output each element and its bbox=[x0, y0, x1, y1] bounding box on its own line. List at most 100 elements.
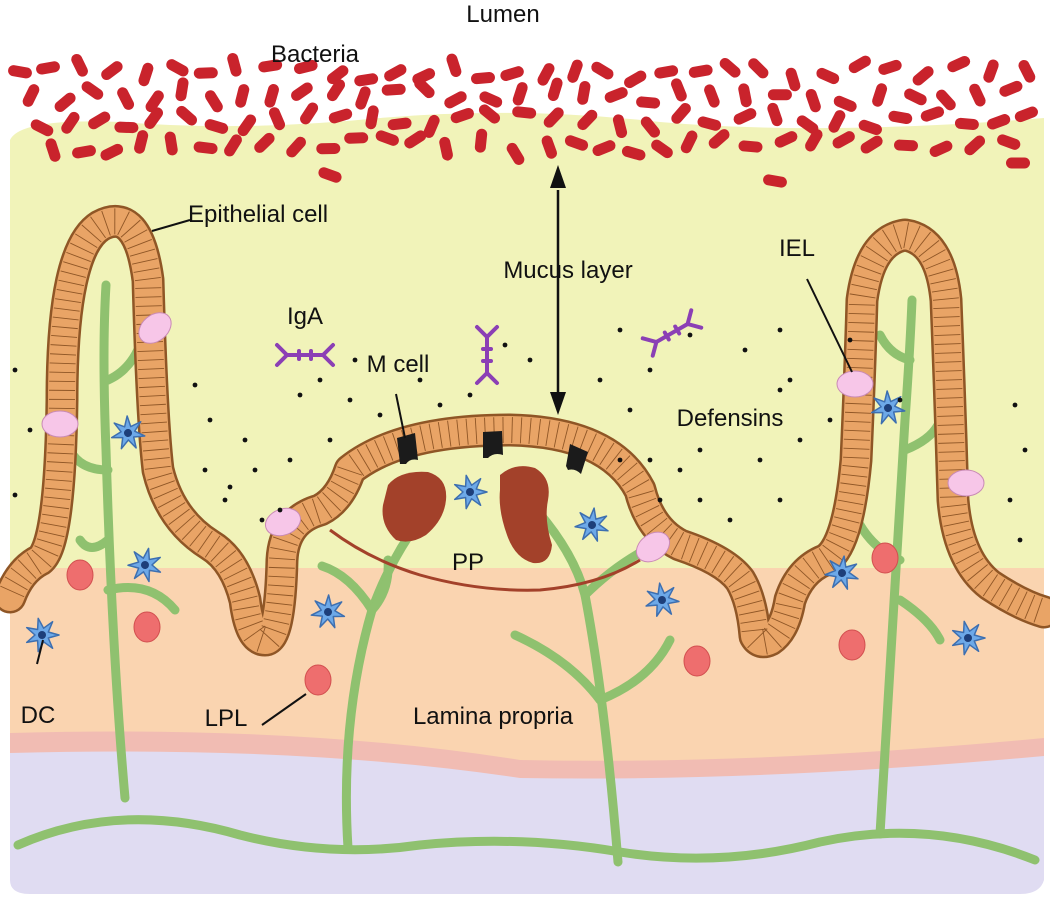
cell-divider bbox=[903, 222, 910, 249]
bacterium bbox=[381, 83, 406, 96]
cell-divider bbox=[235, 613, 261, 621]
cell-divider bbox=[934, 334, 961, 336]
cell-divider bbox=[689, 537, 700, 563]
bacterium bbox=[805, 88, 821, 113]
bacterium bbox=[446, 53, 462, 77]
cell-divider bbox=[837, 499, 864, 506]
bacterium bbox=[785, 67, 801, 92]
bacterium bbox=[326, 79, 346, 102]
cell-divider bbox=[140, 421, 167, 425]
cell-divider bbox=[238, 620, 263, 631]
iel-cell bbox=[138, 312, 172, 344]
cell-divider bbox=[74, 233, 98, 249]
cell-divider bbox=[49, 362, 76, 365]
bacterium bbox=[624, 70, 647, 89]
label-bacteria: Bacteria bbox=[271, 41, 360, 68]
defensin-dot bbox=[1012, 402, 1018, 408]
lpl-cell bbox=[683, 645, 711, 677]
cell-divider bbox=[848, 304, 875, 306]
cell-divider bbox=[42, 513, 68, 519]
bacterium bbox=[134, 130, 149, 154]
defensin-dot bbox=[677, 467, 683, 473]
cell-divider bbox=[81, 224, 102, 243]
cell-divider bbox=[117, 211, 130, 236]
cell-divider bbox=[825, 539, 850, 552]
cell-divider bbox=[945, 528, 972, 537]
cell-divider bbox=[704, 545, 718, 570]
cell-divider bbox=[465, 418, 469, 445]
bacterium bbox=[541, 135, 558, 159]
cell-divider bbox=[640, 511, 664, 527]
dendritic-cell bbox=[824, 555, 859, 590]
bacterium bbox=[688, 64, 713, 78]
cell-divider bbox=[932, 297, 959, 301]
dendritic-cell bbox=[870, 390, 906, 425]
cell-divider bbox=[762, 628, 768, 655]
cell-divider bbox=[139, 394, 166, 398]
bacterium bbox=[904, 88, 927, 106]
cell-divider bbox=[545, 420, 551, 447]
bacterium bbox=[999, 80, 1023, 97]
cell-divider bbox=[46, 470, 73, 473]
bacterium bbox=[327, 65, 349, 85]
dendritic-cells bbox=[25, 390, 986, 656]
cell-divider bbox=[922, 249, 946, 263]
iga-antibodies bbox=[275, 308, 704, 385]
bacterium bbox=[164, 131, 178, 156]
bacterium bbox=[254, 132, 275, 153]
cell-divider bbox=[51, 325, 78, 330]
defensin-dot bbox=[742, 347, 748, 353]
label-defensins: Defensins bbox=[677, 405, 784, 432]
m-cell-pocket bbox=[483, 431, 503, 458]
cell-divider bbox=[337, 466, 363, 476]
cell-divider bbox=[617, 462, 638, 481]
cell-divider bbox=[144, 465, 171, 470]
bacterium bbox=[101, 61, 123, 81]
bacterium bbox=[291, 82, 313, 101]
nerve-mid-trunk bbox=[341, 515, 425, 853]
bacterium bbox=[828, 110, 846, 133]
cell-divider bbox=[782, 582, 807, 596]
bacterium bbox=[767, 89, 792, 101]
cell-divider bbox=[681, 534, 691, 560]
cell-divider bbox=[811, 551, 826, 575]
cell-divider bbox=[272, 536, 298, 546]
iga-antibody bbox=[640, 308, 704, 358]
bacterium bbox=[621, 145, 646, 161]
cell-divider bbox=[137, 350, 164, 352]
cell-divider bbox=[311, 498, 321, 524]
cell-divider bbox=[731, 580, 756, 593]
cell-divider bbox=[135, 296, 162, 298]
bacterium bbox=[500, 66, 524, 82]
cell-divider bbox=[592, 437, 606, 461]
cell-divider bbox=[934, 325, 961, 327]
bacterium bbox=[144, 107, 164, 129]
cell-divider bbox=[839, 491, 865, 496]
bacterium bbox=[564, 135, 589, 151]
bacterium bbox=[833, 95, 857, 112]
cell-divider bbox=[316, 496, 333, 519]
cell-divider bbox=[168, 508, 190, 526]
cell-divider bbox=[936, 388, 963, 390]
cell-divider bbox=[138, 385, 165, 389]
bacterium bbox=[235, 84, 250, 108]
cell-divider bbox=[990, 578, 1006, 602]
cell-divider bbox=[528, 418, 532, 445]
defensin-dot bbox=[777, 497, 783, 503]
defensin-dot bbox=[697, 497, 703, 503]
defensin-dot bbox=[897, 397, 903, 403]
cell-divider bbox=[53, 307, 80, 312]
cell-divider bbox=[835, 508, 862, 515]
cell-divider bbox=[138, 367, 165, 371]
cell-divider bbox=[935, 370, 962, 372]
bacterium bbox=[30, 119, 54, 137]
cell-divider bbox=[670, 532, 685, 556]
defensin-dot bbox=[757, 457, 763, 463]
cell-divider bbox=[711, 550, 726, 574]
cell-divider bbox=[383, 436, 394, 461]
bacterium bbox=[748, 58, 769, 79]
cell-divider bbox=[0, 585, 25, 598]
cell-divider bbox=[931, 287, 958, 293]
cell-divider bbox=[846, 366, 873, 369]
bacterium bbox=[767, 102, 783, 127]
